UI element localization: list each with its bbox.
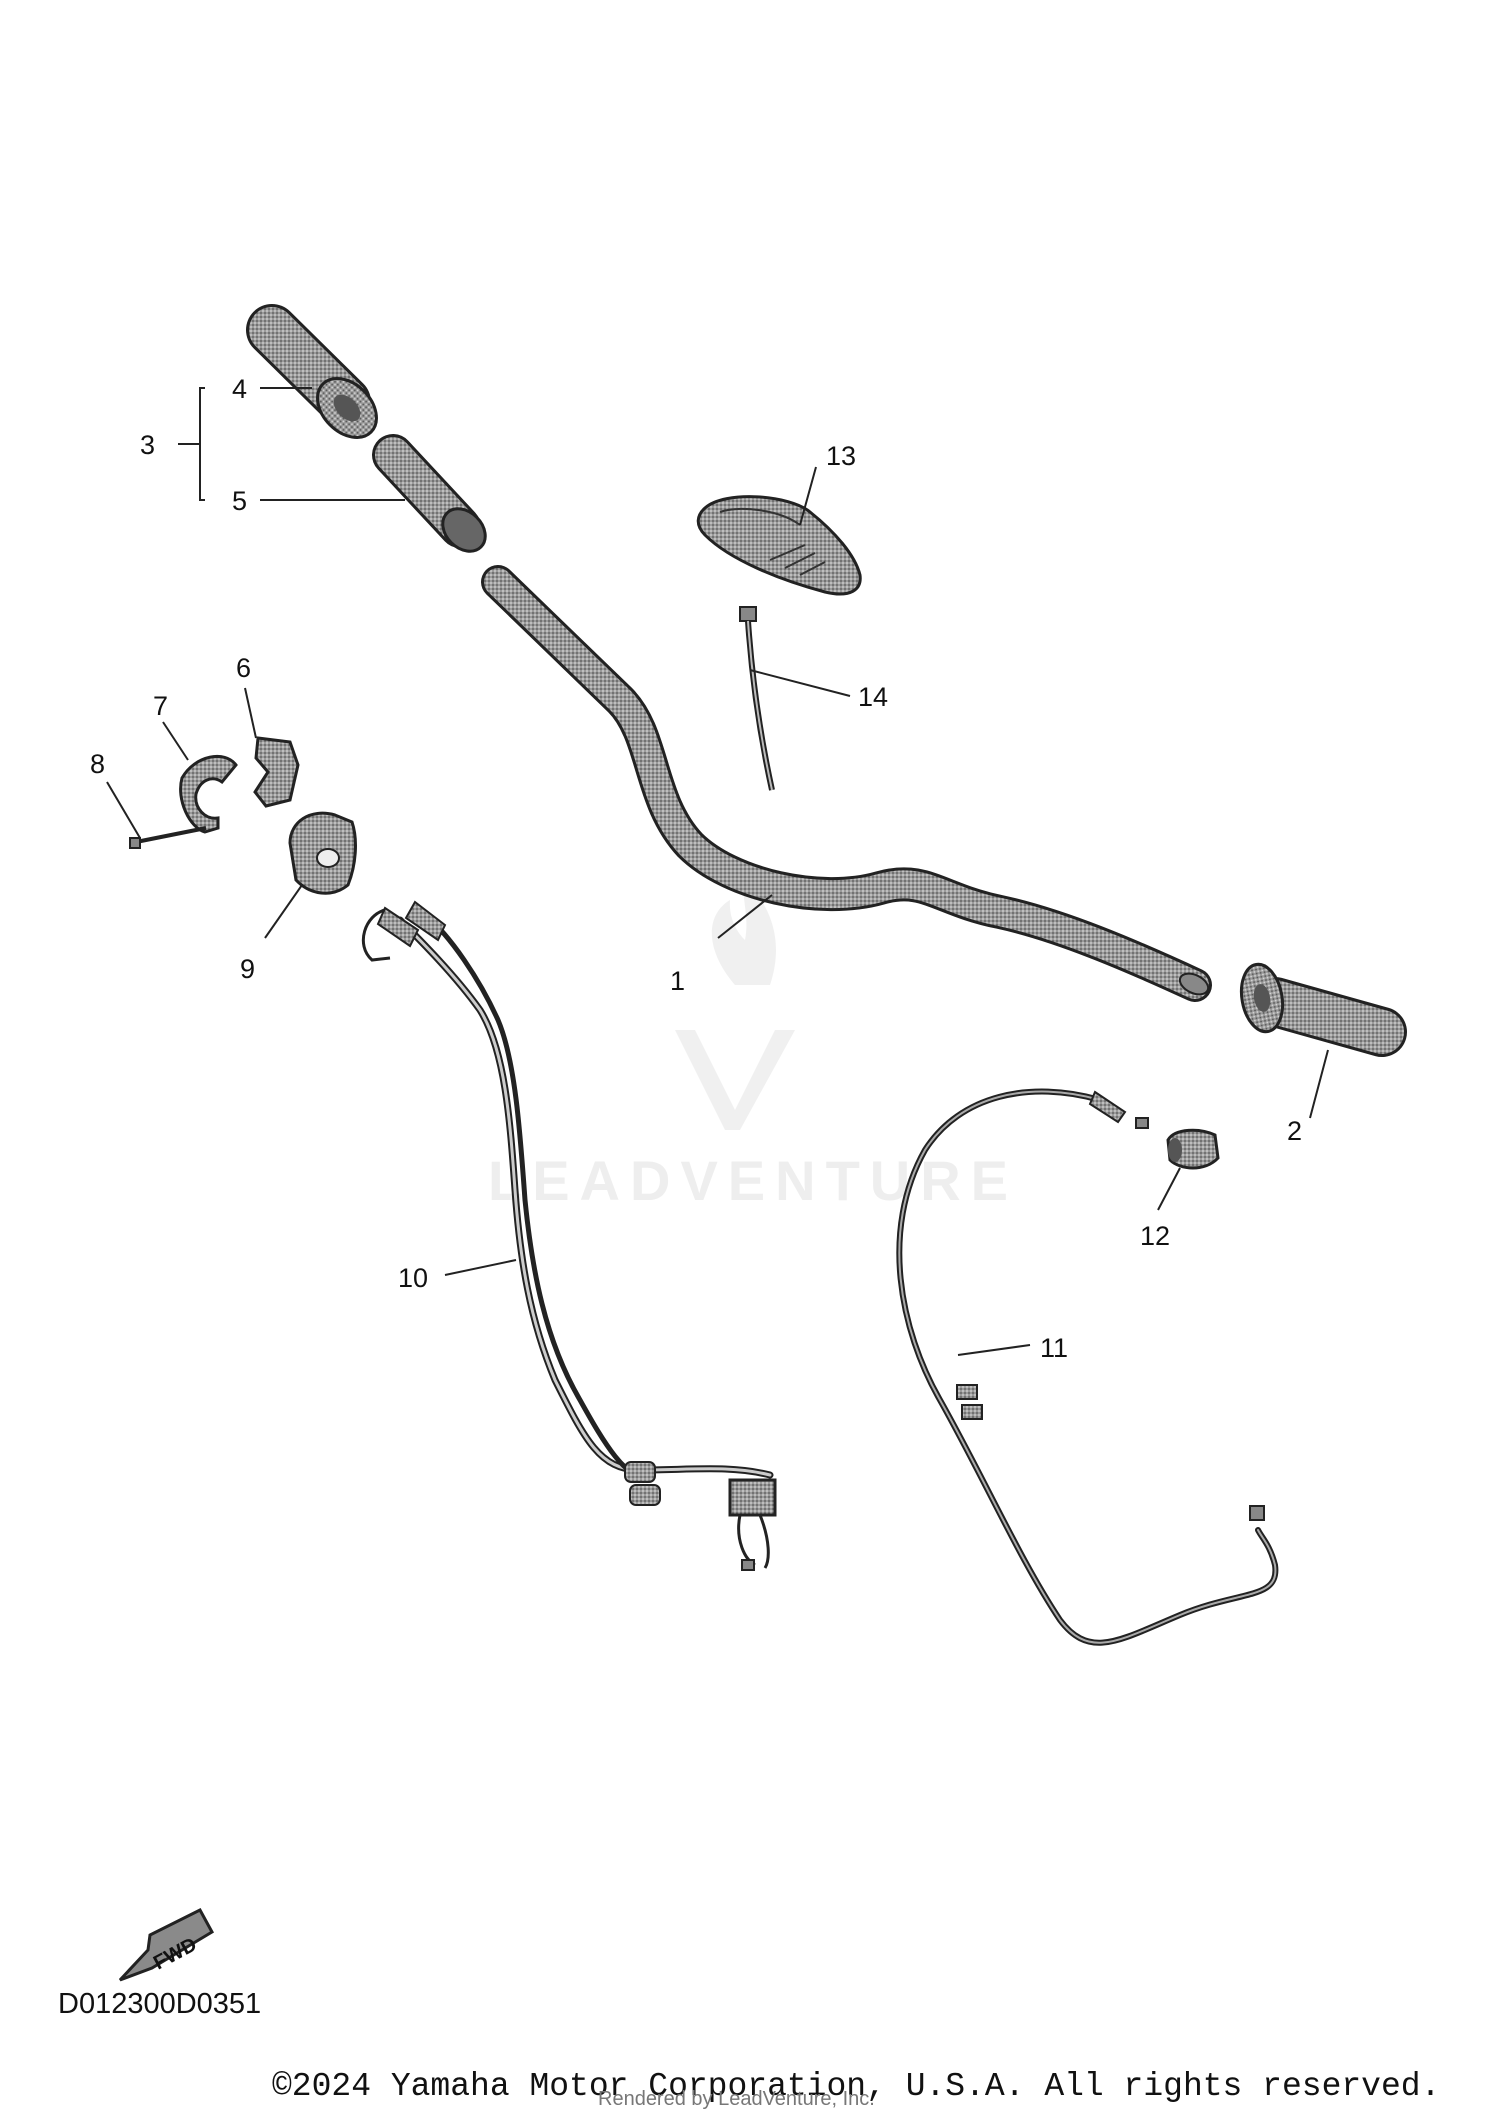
holder-6 <box>253 736 300 808</box>
cable-tie <box>739 606 775 791</box>
throttle-tube <box>372 434 487 553</box>
holder-7 <box>179 755 238 834</box>
callout-11: 11 <box>1040 1333 1068 1363</box>
bolt-8 <box>129 826 207 849</box>
callout-14: 14 <box>858 682 888 712</box>
adjuster-12 <box>1166 1128 1220 1170</box>
switch-9 <box>288 811 357 895</box>
handlebar <box>481 565 1212 1002</box>
fwd-arrow-icon: FWD <box>118 1908 215 1982</box>
leader-lines <box>106 387 1329 1356</box>
callout-12: 12 <box>1140 1221 1170 1251</box>
left-grip <box>246 304 378 439</box>
callout-5: 5 <box>232 486 247 516</box>
callout-10: 10 <box>398 1263 428 1293</box>
callout-13: 13 <box>826 441 856 471</box>
handlebar-cover <box>696 495 862 596</box>
callout-9: 9 <box>240 954 255 984</box>
cable-10 <box>361 900 777 1571</box>
cable-11 <box>896 1088 1279 1646</box>
drawing-code: D012300D0351 <box>58 1988 262 2020</box>
callout-1: 1 <box>670 966 685 996</box>
copyright-notice: ©2024 Yamaha Motor Corporation, U.S.A. A… <box>272 2068 1441 2105</box>
callout-4: 4 <box>232 374 247 404</box>
rendered-by-notice: Rendered by LeadVenture, Inc. <box>598 2088 875 2110</box>
callout-8: 8 <box>90 749 105 779</box>
watermark-logo <box>675 880 795 1130</box>
callout-3: 3 <box>140 430 155 460</box>
callout-2: 2 <box>1287 1116 1302 1146</box>
callout-6: 6 <box>236 653 251 683</box>
callout-7: 7 <box>153 691 168 721</box>
right-grip <box>1239 962 1407 1057</box>
